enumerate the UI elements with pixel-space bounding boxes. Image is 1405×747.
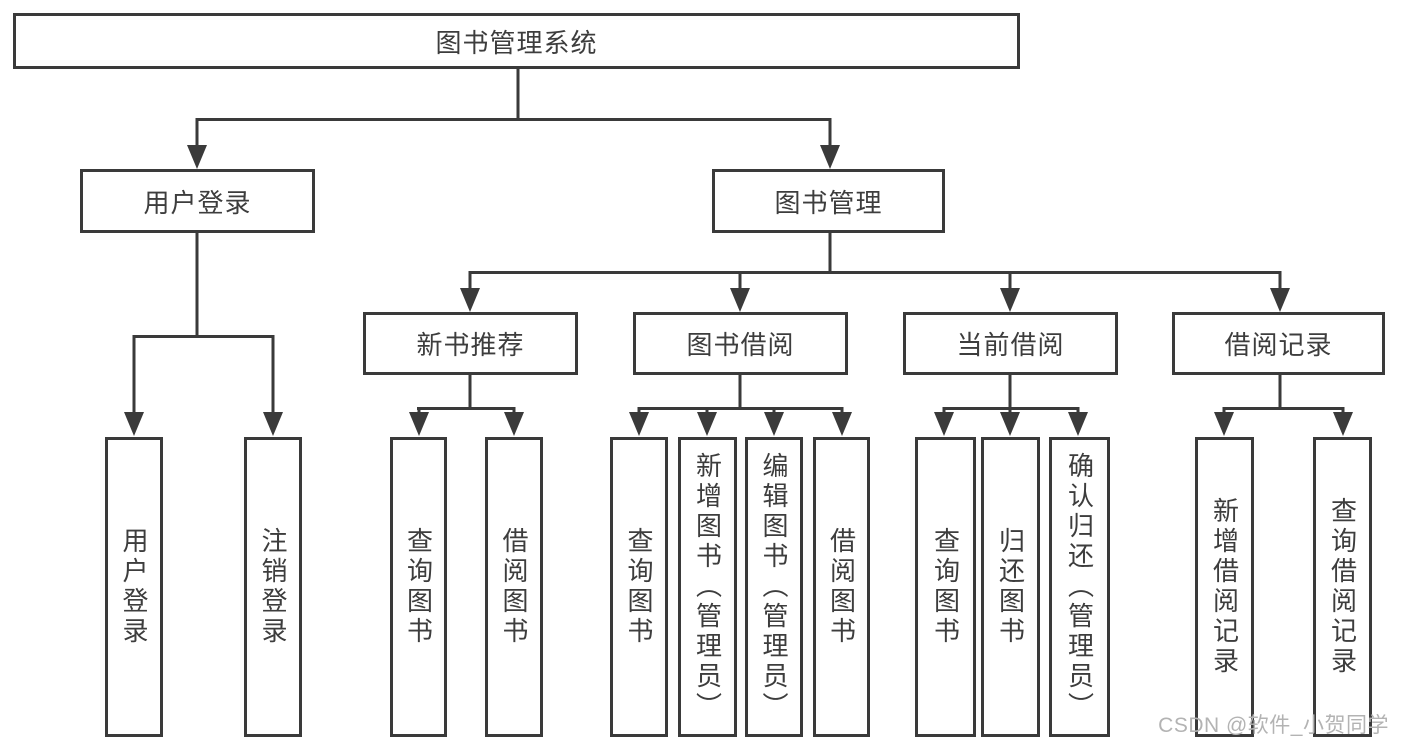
arrowhead xyxy=(934,412,954,436)
arrowheads xyxy=(124,145,1353,436)
leaf-borrow-books: 借阅图书 xyxy=(813,437,870,737)
node-label: 图书管理系统 xyxy=(435,27,598,58)
leaf-label: 新增图书（管理员） xyxy=(692,452,723,722)
node-user-login: 用户登录 xyxy=(80,169,315,233)
node-book-borrowing: 图书借阅 xyxy=(633,312,848,375)
leaf-label: 用户登录 xyxy=(119,527,149,647)
arrowhead xyxy=(504,412,524,436)
leaf-label: 查询借阅记录 xyxy=(1327,497,1358,677)
arrowhead xyxy=(1333,412,1353,436)
arrowhead xyxy=(460,288,480,312)
arrowhead xyxy=(1000,412,1020,436)
node-label: 图书借阅 xyxy=(686,330,795,360)
arrowhead xyxy=(764,412,784,436)
leaf-return-books: 归还图书 xyxy=(981,437,1040,737)
node-library-system: 图书管理系统 xyxy=(13,13,1020,69)
node-label: 当前借阅 xyxy=(956,330,1065,360)
leaf-query-books-recommend: 查询图书 xyxy=(390,437,447,737)
watermark: CSDN @软件_小贺同学 xyxy=(1158,714,1389,737)
leaf-user-login: 用户登录 xyxy=(105,437,163,737)
node-book-management: 图书管理 xyxy=(712,169,945,233)
leaf-label: 查询图书 xyxy=(403,527,434,647)
leaf-label: 注销登录 xyxy=(258,527,288,647)
leaf-add-borrow-record: 新增借阅记录 xyxy=(1195,437,1254,737)
node-borrowing-records: 借阅记录 xyxy=(1172,312,1385,375)
arrowhead xyxy=(1214,412,1234,436)
node-current-borrowing: 当前借阅 xyxy=(903,312,1118,375)
node-label: 用户登录 xyxy=(143,187,252,218)
leaf-logout: 注销登录 xyxy=(244,437,302,737)
arrowhead xyxy=(697,412,717,436)
leaf-label: 借阅图书 xyxy=(499,527,529,647)
arrowhead xyxy=(730,288,750,312)
arrowhead xyxy=(409,412,429,436)
leaf-confirm-return-admin: 确认归还（管理员） xyxy=(1049,437,1110,737)
leaf-borrow-books-recommend: 借阅图书 xyxy=(485,437,543,737)
node-label: 借阅记录 xyxy=(1224,330,1333,360)
arrowhead xyxy=(832,412,852,436)
arrowhead xyxy=(124,412,144,436)
leaf-label: 查询图书 xyxy=(624,527,654,647)
leaf-label: 新增借阅记录 xyxy=(1209,497,1240,677)
leaf-query-books-current: 查询图书 xyxy=(915,437,976,737)
leaf-query-borrow-record: 查询借阅记录 xyxy=(1313,437,1372,737)
node-new-book-recommendation: 新书推荐 xyxy=(363,312,578,375)
leaf-add-books-admin: 新增图书（管理员） xyxy=(678,437,737,737)
arrowhead xyxy=(187,145,207,169)
arrowhead xyxy=(820,145,840,169)
leaf-label: 编辑图书（管理员） xyxy=(759,452,789,722)
leaf-label: 查询图书 xyxy=(930,527,961,647)
leaf-label: 借阅图书 xyxy=(826,527,857,647)
node-label: 新书推荐 xyxy=(416,330,525,360)
leaf-query-books-borrowing: 查询图书 xyxy=(610,437,668,737)
arrowhead xyxy=(1270,288,1290,312)
arrowhead xyxy=(629,412,649,436)
arrowhead xyxy=(1068,412,1088,436)
arrowhead xyxy=(263,412,283,436)
leaf-label: 确认归还（管理员） xyxy=(1064,452,1095,722)
arrowhead xyxy=(1000,288,1020,312)
leaf-label: 归还图书 xyxy=(995,527,1026,647)
node-label: 图书管理 xyxy=(774,187,883,218)
leaf-edit-books-admin: 编辑图书（管理员） xyxy=(745,437,803,737)
